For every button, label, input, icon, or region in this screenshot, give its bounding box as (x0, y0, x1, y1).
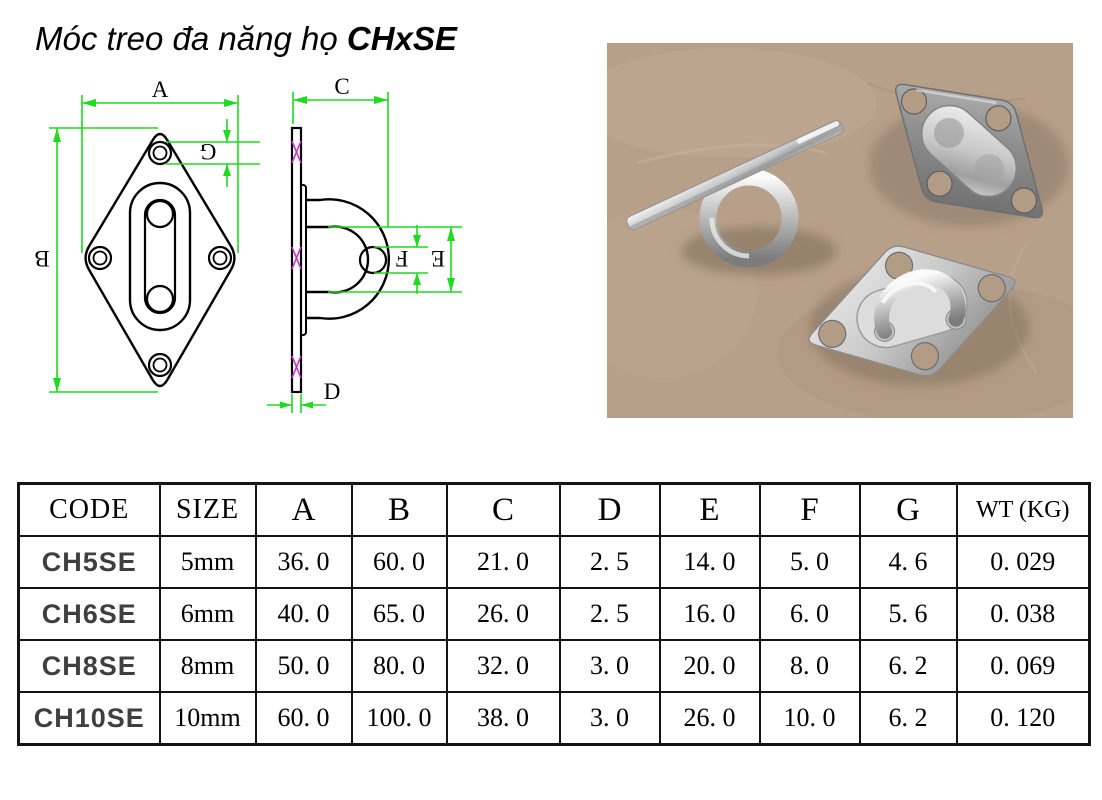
boss-flange-line (301, 184, 307, 336)
cell-f: 6. 0 (758, 587, 861, 641)
product-photo (607, 43, 1073, 418)
dimension-A (81, 95, 239, 253)
col-header-code: CODE (17, 482, 161, 537)
cell-a: 40. 0 (254, 587, 353, 641)
side-view-drawing: C F E (267, 74, 462, 413)
cell-c: 26. 0 (445, 587, 561, 641)
cell-code: CH6SE (17, 587, 161, 641)
cell-b: 80. 0 (350, 639, 448, 693)
cell-wt: 0. 038 (955, 587, 1091, 641)
col-header-d: D (558, 482, 661, 537)
diamond-plate-outline (84, 132, 236, 388)
dim-label-E: E (431, 246, 445, 271)
col-header-f: F (758, 482, 861, 537)
cell-size: 8mm (158, 639, 257, 693)
padeye-back-item (894, 83, 1044, 219)
hook-profile (306, 198, 391, 320)
cell-b: 60. 0 (350, 535, 448, 589)
cell-d: 3. 0 (558, 691, 661, 746)
spec-row-ch10se: CH10SE 10mm 60. 0 100. 0 38. 0 3. 0 26. … (17, 691, 1091, 746)
cell-size: 10mm (158, 691, 257, 746)
cell-a: 50. 0 (254, 639, 353, 693)
dimension-EF (328, 225, 462, 294)
spec-header-row: CODE SIZE A B C D E F G WT (KG) (17, 482, 1091, 537)
dimension-C (292, 92, 389, 227)
cell-a: 36. 0 (254, 535, 353, 589)
dim-label-B: B (34, 246, 49, 271)
col-header-c: C (445, 482, 561, 537)
wire-section-circle (358, 245, 388, 275)
col-header-g: G (858, 482, 958, 537)
cell-size: 6mm (158, 587, 257, 641)
spec-row-ch8se: CH8SE 8mm 50. 0 80. 0 32. 0 3. 0 20. 0 8… (17, 639, 1091, 693)
plate-edge-on (626, 119, 844, 231)
mounting-holes (87, 140, 233, 378)
cell-wt: 0. 029 (955, 535, 1091, 589)
cell-code: CH5SE (17, 535, 161, 589)
cell-a: 60. 0 (254, 691, 353, 746)
cell-g: 6. 2 (858, 639, 958, 693)
col-header-a: A (254, 482, 353, 537)
cell-size: 5mm (158, 535, 257, 589)
technical-drawing: A B G (34, 74, 462, 413)
dimension-G (166, 119, 260, 187)
dim-label-G: G (200, 139, 217, 164)
col-header-size: SIZE (158, 482, 257, 537)
padeye-front-item (808, 245, 1016, 377)
cell-wt: 0. 120 (955, 691, 1091, 746)
title-product-family: CHxSE (346, 20, 457, 57)
spec-row-ch5se: CH5SE 5mm 36. 0 60. 0 21. 0 2. 5 14. 0 5… (17, 535, 1091, 589)
cell-g: 4. 6 (858, 535, 958, 589)
eye-loop (874, 269, 966, 339)
cell-c: 32. 0 (445, 639, 561, 693)
cell-code: CH10SE (17, 691, 161, 746)
thread-section-marks (291, 140, 302, 379)
col-header-wt: WT (KG) (955, 482, 1091, 537)
cell-g: 6. 2 (858, 691, 958, 746)
spec-table: CODE SIZE A B C D E F G WT (KG) CH5SE 5m… (17, 482, 1091, 746)
padeye-side-item (626, 119, 844, 268)
col-header-e: E (658, 482, 761, 537)
col-header-b: B (350, 482, 448, 537)
page-title: Móc treo đa năng họ CHxSE (35, 20, 457, 58)
cell-d: 2. 5 (558, 535, 661, 589)
cell-f: 5. 0 (758, 535, 861, 589)
cell-code: CH8SE (17, 639, 161, 693)
cell-wt: 0. 069 (955, 639, 1091, 693)
cell-g: 5. 6 (858, 587, 958, 641)
cell-d: 2. 5 (558, 587, 661, 641)
cell-b: 100. 0 (350, 691, 448, 746)
cell-e: 14. 0 (658, 535, 761, 589)
cell-e: 20. 0 (658, 639, 761, 693)
spec-row-ch6se: CH6SE 6mm 40. 0 65. 0 26. 0 2. 5 16. 0 6… (17, 587, 1091, 641)
cell-c: 38. 0 (445, 691, 561, 746)
center-slot (128, 181, 192, 332)
cell-f: 10. 0 (758, 691, 861, 746)
cell-c: 21. 0 (445, 535, 561, 589)
cell-f: 8. 0 (758, 639, 861, 693)
dim-label-D: D (324, 379, 341, 404)
front-view-drawing: A B G (34, 77, 260, 393)
cell-e: 26. 0 (658, 691, 761, 746)
mounting-holes-front (818, 251, 1006, 371)
dim-label-C: C (334, 74, 349, 99)
dimension-B (49, 127, 158, 393)
dimension-D (267, 394, 326, 413)
dim-label-A: A (152, 77, 169, 102)
dim-label-F: F (396, 246, 409, 271)
hook-ring (699, 168, 799, 268)
title-text: Móc treo đa năng họ (35, 20, 347, 57)
cell-d: 3. 0 (558, 639, 661, 693)
cell-b: 65. 0 (350, 587, 448, 641)
mounting-holes-back (900, 88, 1038, 214)
cell-e: 16. 0 (658, 587, 761, 641)
